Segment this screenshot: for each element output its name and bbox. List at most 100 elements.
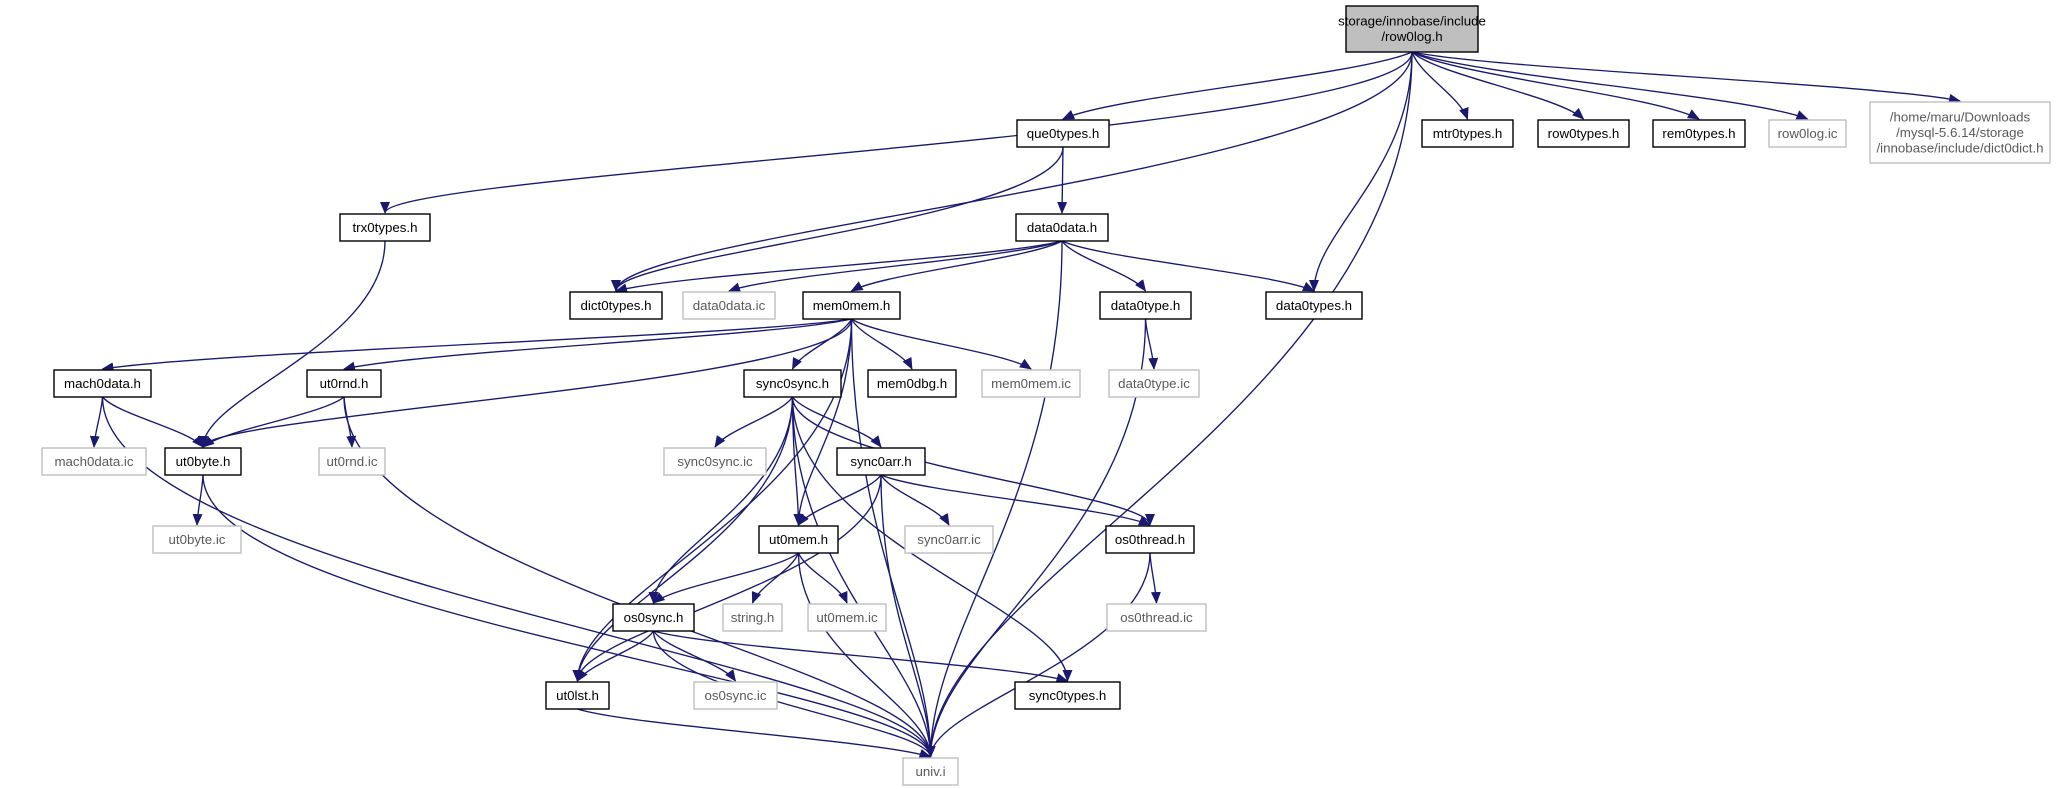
node-rem0types[interactable]: rem0types.h	[1652, 119, 1746, 148]
node-data0data[interactable]: data0data.h	[1015, 213, 1109, 242]
node-box-ut0byte	[164, 447, 242, 476]
node-label-string: string.h	[731, 610, 775, 625]
edge-root-to-dict0dict	[1411, 51, 1961, 104]
node-label-ut0mem_ic: ut0mem.ic	[816, 610, 878, 625]
node-ut0lst[interactable]: ut0lst.h	[545, 681, 610, 710]
node-data0type[interactable]: data0type.h	[1099, 291, 1192, 320]
node-os0thread_ic[interactable]: os0thread.ic	[1106, 603, 1207, 632]
node-label-row0log_ic: row0log.ic	[1778, 126, 1838, 141]
node-box-row0types	[1537, 119, 1630, 148]
node-label-sync0arr_ic: sync0arr.ic	[917, 532, 981, 547]
node-sync0arr_ic[interactable]: sync0arr.ic	[904, 525, 994, 554]
edge-mach0data-to-mach0data_ic	[89, 396, 104, 448]
node-ut0rnd[interactable]: ut0rnd.h	[306, 369, 382, 398]
node-box-dict0types	[569, 291, 663, 320]
node-trx0types[interactable]: trx0types.h	[339, 213, 431, 242]
edge-ut0byte-to-univ	[202, 474, 936, 758]
edge-ut0lst-to-univ	[577, 708, 932, 759]
node-label-trx0types: trx0types.h	[352, 220, 417, 235]
node-box-data0type_ic	[1108, 369, 1200, 398]
node-data0types[interactable]: data0types.h	[1265, 291, 1363, 320]
node-ut0rnd_ic[interactable]: ut0rnd.ic	[318, 447, 386, 476]
node-que0types[interactable]: que0types.h	[1016, 119, 1110, 148]
edge-os0thread-to-os0thread_ic	[1149, 552, 1161, 604]
node-row0types[interactable]: row0types.h	[1537, 119, 1630, 148]
node-label-mem0mem: mem0mem.h	[813, 298, 891, 313]
edge-sync0arr-to-os0thread	[880, 474, 1151, 526]
node-row0log_ic[interactable]: row0log.ic	[1768, 119, 1847, 148]
edge-trx0types-to-ut0byte	[198, 240, 386, 448]
node-box-data0types	[1265, 291, 1363, 320]
edge-mem0mem-to-ut0mem	[793, 318, 853, 526]
node-mtr0types[interactable]: mtr0types.h	[1421, 119, 1514, 148]
node-ut0mem_ic[interactable]: ut0mem.ic	[807, 603, 887, 632]
nodes-layer: storage/innobase/include/row0log.h trx0ty…	[41, 5, 2051, 786]
node-label-ut0byte_ic: ut0byte.ic	[169, 532, 226, 547]
node-label-ut0rnd: ut0rnd.h	[320, 376, 369, 391]
edge-sync0arr-to-ut0lst	[572, 474, 882, 682]
node-box-mach0data_ic	[41, 447, 147, 476]
node-mach0data_ic[interactable]: mach0data.ic	[41, 447, 147, 476]
edge-data0data-to-data0type	[1061, 240, 1147, 292]
node-os0sync_ic[interactable]: os0sync.ic	[693, 681, 778, 710]
edge-mem0mem-to-mach0data	[101, 318, 852, 373]
edge-que0types-to-dict0types	[611, 146, 1064, 292]
node-box-mtr0types	[1421, 119, 1514, 148]
node-box-dict0dict	[1869, 101, 2051, 164]
node-dict0dict[interactable]: /home/maru/Downloads/mysql-5.6.14/storag…	[1869, 101, 2051, 164]
node-sync0sync_ic[interactable]: sync0sync.ic	[663, 447, 767, 476]
node-label-sync0types: sync0types.h	[1029, 688, 1107, 703]
node-mem0dbg[interactable]: mem0dbg.h	[867, 369, 957, 398]
node-os0sync[interactable]: os0sync.h	[612, 603, 695, 632]
edge-ut0mem-to-string	[751, 552, 800, 604]
node-label-ut0rnd_ic: ut0rnd.ic	[327, 454, 378, 469]
node-label-data0data_ic: data0data.ic	[693, 298, 766, 313]
node-ut0byte[interactable]: ut0byte.h	[164, 447, 242, 476]
node-label-root: storage/innobase/include	[1338, 14, 1486, 29]
node-sync0types[interactable]: sync0types.h	[1014, 681, 1121, 710]
edge-root-to-data0types	[1309, 51, 1413, 292]
edge-sync0arr-to-univ	[880, 474, 936, 758]
edge-data0data-to-dict0types	[615, 240, 1063, 294]
node-os0thread[interactable]: os0thread.h	[1105, 525, 1195, 554]
edge-ut0rnd-to-ut0byte	[202, 396, 345, 448]
node-label-ut0byte: ut0byte.h	[176, 454, 231, 469]
node-label-mach0data: mach0data.h	[64, 376, 141, 391]
edge-mem0mem-to-mem0dbg	[850, 318, 913, 370]
node-label-ut0lst: ut0lst.h	[556, 688, 599, 703]
node-string[interactable]: string.h	[722, 603, 783, 632]
node-box-mem0dbg	[867, 369, 957, 398]
node-label-root: /row0log.h	[1381, 29, 1442, 44]
edge-data0data-to-data0types	[1061, 240, 1315, 292]
node-ut0mem[interactable]: ut0mem.h	[758, 525, 839, 554]
node-dict0types[interactable]: dict0types.h	[569, 291, 663, 320]
node-box-data0type	[1099, 291, 1192, 320]
node-mem0mem[interactable]: mem0mem.h	[802, 291, 901, 320]
node-label-ut0mem: ut0mem.h	[769, 532, 828, 547]
edge-mem0mem-to-mem0mem_ic	[851, 318, 1032, 370]
node-box-mach0data	[53, 369, 152, 398]
node-label-os0thread_ic: os0thread.ic	[1120, 610, 1193, 625]
node-box-data0data	[1015, 213, 1109, 242]
node-ut0byte_ic[interactable]: ut0byte.ic	[152, 525, 242, 554]
node-box-sync0sync	[743, 369, 842, 398]
node-box-ut0byte_ic	[152, 525, 242, 554]
edge-mach0data-to-ut0byte	[101, 396, 204, 448]
node-sync0arr[interactable]: sync0arr.h	[836, 447, 926, 476]
node-univ[interactable]: univ.i	[902, 757, 959, 786]
node-label-dict0dict: /home/maru/Downloads	[1890, 109, 2031, 124]
edge-ut0mem-to-ut0mem_ic	[797, 552, 848, 604]
node-box-data0data_ic	[682, 291, 776, 320]
node-data0data_ic[interactable]: data0data.ic	[682, 291, 776, 320]
node-label-os0thread: os0thread.h	[1115, 532, 1185, 547]
node-label-rem0types: rem0types.h	[1662, 126, 1735, 141]
edge-sync0arr-to-ut0mem	[797, 474, 882, 526]
node-box-os0thread	[1105, 525, 1195, 554]
node-data0type_ic[interactable]: data0type.ic	[1108, 369, 1200, 398]
node-sync0sync[interactable]: sync0sync.h	[743, 369, 842, 398]
edge-root-to-row0types	[1411, 51, 1585, 120]
node-label-data0type_ic: data0type.ic	[1118, 376, 1190, 391]
node-mem0mem_ic[interactable]: mem0mem.ic	[981, 369, 1081, 398]
node-box-sync0types	[1014, 681, 1121, 710]
node-mach0data[interactable]: mach0data.h	[53, 369, 152, 398]
